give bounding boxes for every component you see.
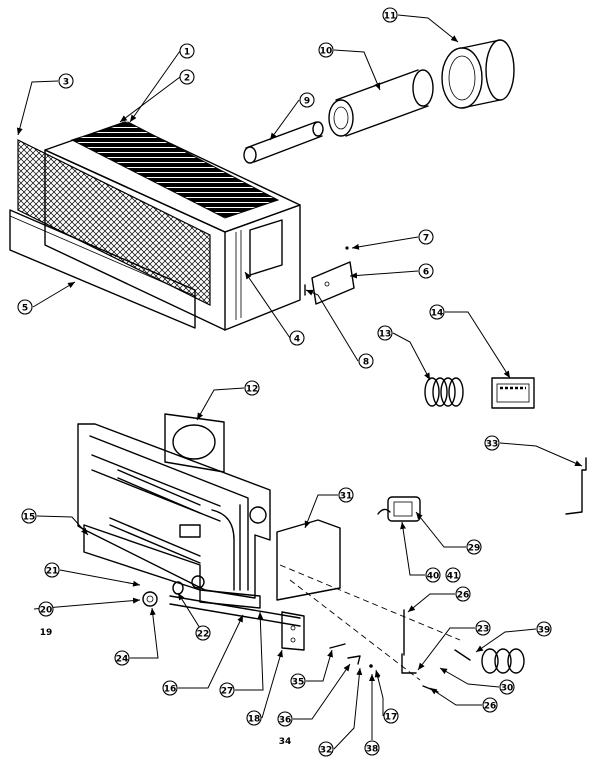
svg-text:26: 26: [484, 702, 497, 712]
callout-24: 24: [114, 650, 130, 666]
callout-38: 38: [364, 740, 380, 756]
chassis-assembly: [77, 413, 525, 693]
svg-text:32: 32: [320, 746, 333, 756]
callout-2: 2: [179, 69, 195, 85]
callout-18: 18: [246, 710, 262, 726]
svg-text:35: 35: [292, 678, 305, 688]
svg-text:38: 38: [366, 745, 379, 755]
svg-text:6: 6: [423, 268, 429, 278]
callout-17: 17: [383, 708, 399, 724]
callout-6: 6: [418, 263, 434, 279]
svg-text:19: 19: [40, 628, 53, 638]
callout-22: 22: [195, 625, 211, 641]
callout-33: 33: [484, 435, 500, 451]
svg-text:17: 17: [385, 713, 398, 723]
callout-5: 5: [17, 299, 33, 315]
svg-text:24: 24: [116, 655, 129, 665]
svg-text:41: 41: [447, 572, 460, 582]
callout-19: 19: [40, 628, 53, 638]
callout-10: 10: [318, 42, 334, 58]
svg-text:21: 21: [46, 567, 59, 577]
svg-text:9: 9: [304, 97, 310, 107]
callout-14: 14: [429, 304, 445, 320]
callout-32: 32: [318, 741, 334, 757]
callout-20: 20: [38, 601, 54, 617]
svg-text:13: 13: [379, 330, 392, 340]
svg-text:7: 7: [423, 234, 429, 244]
svg-text:12: 12: [246, 385, 259, 395]
callout-21: 21: [44, 562, 60, 578]
svg-text:15: 15: [23, 513, 36, 523]
svg-text:20: 20: [40, 606, 53, 616]
callout-36: 36: [277, 711, 293, 727]
coil-spring: [424, 377, 464, 407]
svg-text:2: 2: [184, 74, 190, 84]
callout-15: 15: [21, 508, 37, 524]
callout-41: 41: [445, 567, 461, 583]
callout-26-lower: 26: [482, 697, 498, 713]
callout-13: 13: [377, 325, 393, 341]
svg-text:5: 5: [22, 304, 28, 314]
callout-27: 27: [219, 682, 235, 698]
callout-labels: 1 2 3 4 5 6 7 8 9 10 11 12 13 14 15 16 1…: [17, 7, 552, 757]
cabinet-assembly: [9, 121, 301, 331]
callout-29: 29: [466, 539, 482, 555]
svg-text:33: 33: [486, 440, 499, 450]
leader-lines: [16, 14, 583, 750]
callout-1: 1: [179, 43, 195, 59]
svg-text:10: 10: [320, 47, 333, 57]
callout-34: 34: [279, 737, 292, 747]
cover-plate: [304, 246, 355, 305]
svg-text:16: 16: [164, 685, 177, 695]
callout-11: 11: [382, 7, 398, 23]
callout-16: 16: [162, 680, 178, 696]
control-box: [491, 377, 535, 409]
svg-text:3: 3: [63, 78, 69, 88]
svg-text:31: 31: [340, 492, 353, 502]
svg-text:1: 1: [184, 48, 190, 58]
svg-text:18: 18: [248, 715, 261, 725]
callout-9: 9: [299, 92, 315, 108]
svg-text:29: 29: [468, 544, 481, 554]
callout-3: 3: [58, 73, 74, 89]
callout-30: 30: [499, 679, 515, 695]
fan-parts: [243, 39, 515, 164]
callout-31: 31: [338, 487, 354, 503]
callout-12: 12: [244, 380, 260, 396]
svg-text:30: 30: [501, 684, 514, 694]
svg-text:26: 26: [457, 591, 470, 601]
callout-26-upper: 26: [455, 586, 471, 602]
callout-4: 4: [289, 330, 305, 346]
svg-text:14: 14: [431, 309, 444, 319]
callout-35: 35: [290, 673, 306, 689]
svg-text:23: 23: [477, 625, 490, 635]
svg-text:39: 39: [538, 626, 551, 636]
svg-text:40: 40: [427, 572, 440, 582]
callout-8: 8: [358, 353, 374, 369]
svg-text:36: 36: [279, 716, 292, 726]
svg-text:27: 27: [221, 687, 234, 697]
svg-text:4: 4: [294, 335, 300, 345]
callout-39: 39: [536, 621, 552, 637]
callout-40: 40: [425, 567, 441, 583]
callout-23: 23: [475, 620, 491, 636]
rod: [565, 457, 587, 515]
svg-text:34: 34: [279, 737, 292, 747]
svg-text:11: 11: [384, 12, 397, 22]
svg-text:8: 8: [363, 358, 369, 368]
svg-text:22: 22: [197, 630, 210, 640]
callout-7: 7: [418, 229, 434, 245]
